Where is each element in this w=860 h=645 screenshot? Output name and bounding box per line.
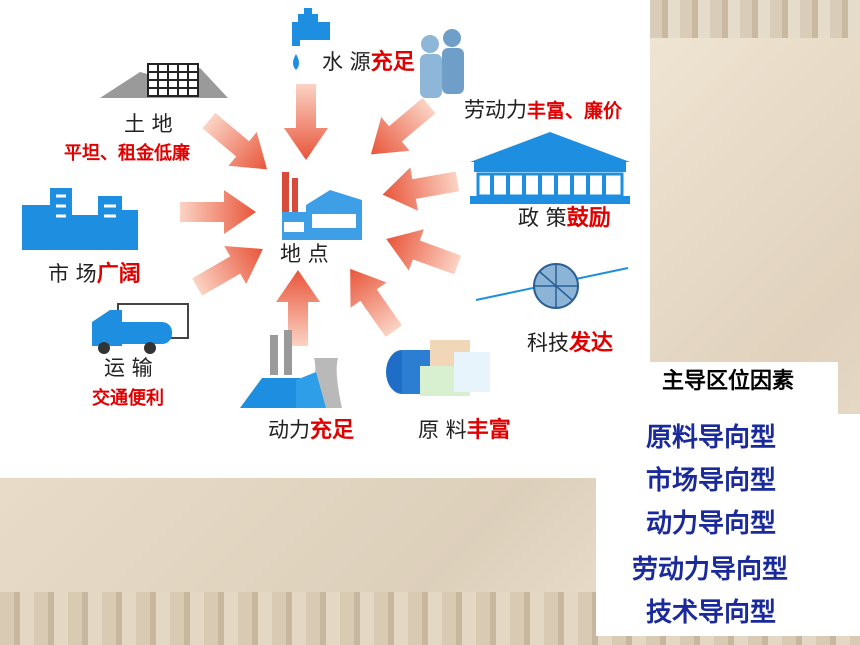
arrow-material	[332, 256, 412, 344]
tech-note: 发达	[569, 331, 614, 356]
government-building-icon	[470, 132, 630, 204]
land-label: 土 地	[124, 112, 173, 136]
power-label-text: 动力	[268, 418, 310, 442]
type-technology: 技术导向型	[646, 598, 777, 628]
city-icon	[22, 188, 138, 250]
market-label: 市 场广阔	[48, 264, 141, 286]
raw-material-icon	[386, 340, 490, 396]
policy-note: 鼓励	[566, 206, 611, 231]
tech-label-text: 科技	[527, 331, 569, 355]
arrow-policy	[378, 159, 462, 217]
water-label: 水 源充足	[322, 52, 415, 74]
water-label-text: 水 源	[322, 50, 371, 74]
arrow-water	[284, 84, 328, 160]
labor-note: 丰富、廉价	[527, 100, 623, 122]
truck-icon	[92, 303, 189, 354]
faucet-icon	[292, 8, 330, 70]
power-note: 充足	[310, 418, 355, 443]
policy-label-text: 政 策	[518, 206, 567, 230]
labor-label: 劳动力丰富、廉价	[464, 100, 622, 121]
arrow-power	[276, 270, 320, 346]
type-market: 市场导向型	[646, 466, 777, 496]
background-lower	[0, 478, 650, 592]
arrow-tech	[378, 218, 466, 286]
center-label: 地 点	[280, 242, 329, 266]
tech-label: 科技发达	[527, 333, 613, 355]
water-note: 充足	[370, 50, 415, 75]
power-plant-icon	[240, 330, 342, 408]
material-note: 丰富	[466, 418, 511, 443]
material-label-text: 原 料	[418, 418, 467, 442]
power-label: 动力充足	[268, 420, 354, 442]
transport-label: 运 输	[104, 356, 153, 380]
policy-label: 政 策鼓励	[518, 208, 611, 230]
arrow-transport	[186, 229, 274, 307]
satellite-icon	[475, 263, 629, 309]
type-raw-material: 原料导向型	[646, 423, 777, 453]
labor-label-text: 劳动力	[464, 98, 527, 122]
arrow-market	[180, 190, 256, 234]
transport-note: 交通便利	[92, 388, 164, 409]
workers-icon	[420, 29, 464, 98]
legend-title: 主导区位因素	[661, 369, 794, 394]
decorative-border-top	[650, 0, 860, 38]
land-note: 平坦、租金低廉	[64, 143, 190, 164]
arrow-labor	[356, 88, 444, 172]
factory-icon	[282, 172, 362, 240]
market-note: 广阔	[96, 262, 141, 287]
material-label: 原 料丰富	[418, 420, 511, 442]
arrow-land	[194, 103, 282, 187]
type-power: 动力导向型	[646, 509, 777, 539]
market-label-text: 市 场	[48, 262, 97, 286]
land-icon	[100, 63, 228, 98]
legend-title-box	[620, 362, 838, 414]
type-labor: 劳动力导向型	[632, 555, 789, 585]
legend-types-box	[596, 414, 860, 636]
